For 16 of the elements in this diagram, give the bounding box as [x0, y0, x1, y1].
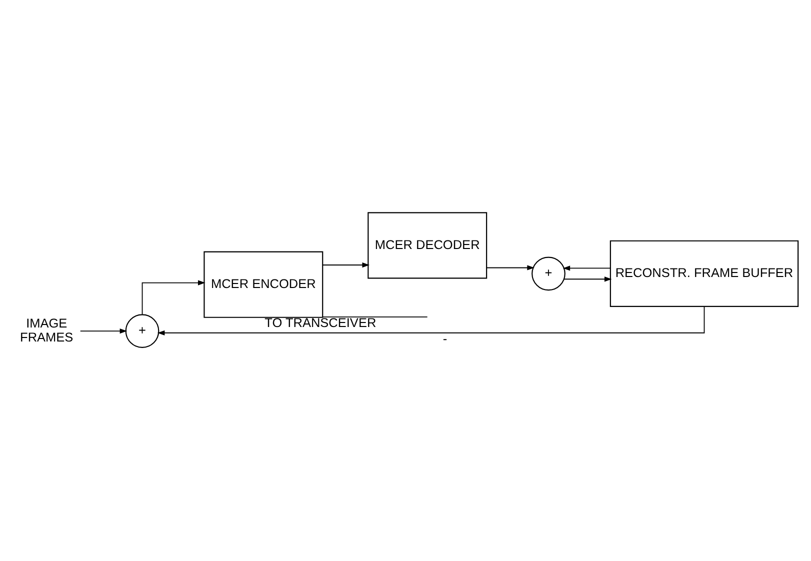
- connector: [322, 316, 428, 318]
- edge-label: -: [442, 331, 448, 346]
- arrow: [80, 328, 128, 334]
- node-circle: +: [125, 314, 160, 348]
- arrow: [486, 265, 534, 270]
- node-box: MCER DECODER: [368, 212, 488, 279]
- arrow: [562, 266, 610, 271]
- node-box: MCER ENCODER: [204, 251, 324, 318]
- node-box: RECONSTR. FRAME BUFFER: [610, 240, 799, 307]
- node-text: IMAGE FRAMES: [20, 316, 74, 344]
- edge-label: TO TRANSCEIVER: [264, 315, 376, 330]
- arrow: [142, 280, 206, 315]
- arrow: [564, 276, 612, 282]
- arrow: [157, 306, 705, 336]
- arrow: [322, 262, 370, 268]
- node-circle: +: [532, 256, 566, 291]
